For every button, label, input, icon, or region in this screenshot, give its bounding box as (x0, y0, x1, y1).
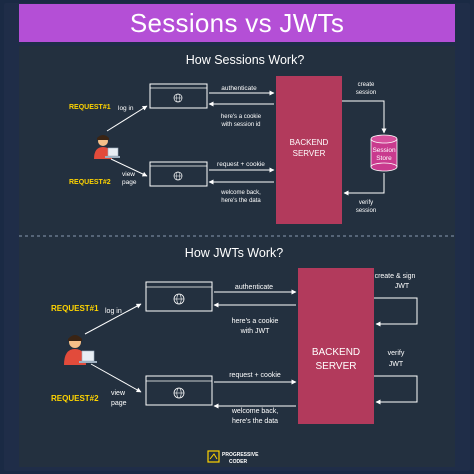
jwts-backend-label-1: BACKEND (312, 347, 360, 358)
sessions-heading: How Sessions Work? (186, 53, 305, 67)
sessions-request-cookie-label: request + cookie (217, 161, 265, 168)
store-label-2: Store (376, 155, 392, 162)
create-jwt-label-2: JWT (395, 283, 410, 290)
diagram-canvas: How Sessions Work? REQUEST#1 REQUEST#2 l… (19, 53, 455, 465)
progressive-coder-logo: PROGRESSIVE CODER (207, 450, 259, 465)
verify-jwt-label-1: verify (388, 350, 405, 357)
logo-text-2: CODER (229, 459, 247, 465)
verify-session-label-1: verify (359, 200, 373, 206)
user-icon (64, 335, 97, 365)
jwts-heading: How JWTs Work? (185, 246, 283, 260)
jwts-view-label-1: view (111, 390, 126, 397)
create-sign-jwt-loop-arrow (374, 297, 418, 327)
jwts-authenticate-label: authenticate (235, 284, 273, 291)
create-session-label-2: session (356, 90, 376, 96)
jwt-login-arrow (84, 303, 142, 335)
sessions-welcome-label-2: here's the data (221, 198, 261, 204)
create-session-arrow (342, 100, 387, 134)
user-icon (94, 135, 120, 159)
jwts-backend-server (298, 268, 374, 424)
page-title: Sessions vs JWTs (19, 4, 455, 42)
sessions-backend-label-2: SERVER (293, 149, 326, 158)
store-label-1: Session (372, 147, 396, 154)
create-session-label-1: create (358, 82, 375, 88)
sessions-cookie-label-2: with session id (220, 122, 260, 128)
browser-window-1 (149, 83, 208, 109)
sessions-welcome-label-1: welcome back, (220, 190, 261, 196)
sessions-request1-label: REQUEST#1 (69, 104, 111, 111)
jwts-request2-label: REQUEST#2 (51, 394, 99, 403)
sessions-view-label-2: page (122, 179, 137, 186)
sessions-request2-label: REQUEST#2 (69, 179, 111, 186)
jwts-welcome-label-1: welcome back, (231, 408, 278, 415)
sessions-backend-label-1: BACKEND (290, 138, 329, 147)
verify-jwt-label-2: JWT (389, 361, 404, 368)
diagram-panel: How Sessions Work? REQUEST#1 REQUEST#2 l… (19, 46, 455, 467)
jwts-welcome-label-2: here's the data (232, 418, 278, 425)
verify-session-arrow (343, 173, 385, 196)
browser-window-2 (149, 161, 208, 187)
browser-window-1 (145, 281, 213, 312)
jwts-request-cookie-label: request + cookie (229, 372, 281, 379)
view-page-arrow (110, 158, 148, 177)
sessions-view-label-1: view (122, 171, 135, 178)
verify-jwt-loop-arrow (374, 375, 418, 405)
jwts-cookie-label-1: here's a cookie (232, 318, 279, 325)
sessions-backend-server (276, 76, 342, 224)
jwt-view-page-arrow (90, 363, 142, 393)
session-store-database-icon (370, 134, 398, 172)
jwts-backend-label-2: SERVER (316, 361, 357, 372)
sessions-cookie-label-1: here's a cookie (221, 114, 262, 120)
logo-text-1: PROGRESSIVE (222, 452, 259, 458)
create-jwt-label-1: create & sign (375, 273, 416, 280)
verify-session-label-2: session (356, 208, 376, 214)
jwts-cookie-label-2: with JWT (240, 328, 271, 335)
sessions-login-label: log in (118, 105, 134, 112)
jwts-request1-label: REQUEST#1 (51, 304, 99, 313)
browser-window-2 (145, 375, 213, 406)
login-arrow (106, 105, 148, 132)
jwts-login-label: log in (105, 308, 122, 315)
jwts-view-label-2: page (111, 400, 127, 407)
sessions-authenticate-label: authenticate (221, 85, 257, 92)
